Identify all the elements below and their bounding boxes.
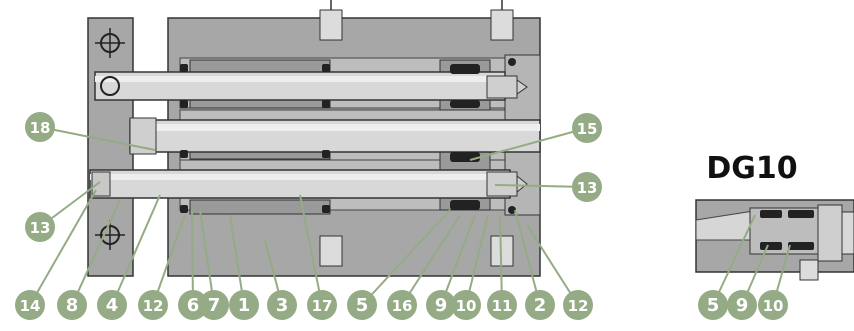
callout-label: 5 [707, 295, 720, 316]
callout-label: 17 [312, 297, 333, 315]
callout-label: 18 [30, 119, 51, 137]
callout-badge-c5: 5 [347, 290, 377, 320]
leader-line-c9 [440, 214, 476, 306]
callout-circle [727, 290, 757, 320]
callout-badge-c7: 7 [199, 290, 229, 320]
callout-badge-c17: 17 [307, 290, 337, 320]
callout-circle [347, 290, 377, 320]
callout-badge-c15: 15 [572, 113, 602, 143]
leader-line-c4 [111, 194, 161, 306]
callout-circle [487, 290, 517, 320]
callout-circle [138, 290, 168, 320]
callout-label: 10 [763, 297, 784, 315]
callout-badge-c4: 4 [97, 290, 127, 320]
callout-label: 13 [30, 219, 51, 237]
callout-circle [25, 112, 55, 142]
leader-line-c18 [39, 126, 156, 151]
model-title: DG10 [706, 151, 797, 186]
leader-line-c15 [469, 127, 588, 161]
bottom-screw-hole-icon [95, 220, 125, 250]
leader-line-c17 [299, 194, 323, 306]
callout-circle [572, 172, 602, 202]
callout-label: 8 [66, 295, 79, 316]
callout-label: 9 [435, 295, 448, 316]
callout-circle [451, 290, 481, 320]
callout-badge-c11: 11 [487, 290, 517, 320]
callout-badge-c1: 1 [229, 290, 259, 320]
callout-label: 7 [208, 295, 221, 316]
callout-circle [15, 290, 45, 320]
callout-label: 15 [577, 120, 598, 138]
callout-circle [525, 290, 555, 320]
callout-circle [307, 290, 337, 320]
seals [180, 58, 516, 214]
callout-badge-c8: 8 [57, 290, 87, 320]
callout-badge-d5: 5 [698, 290, 728, 320]
callout-circle [229, 290, 259, 320]
callout-badge-d10: 10 [758, 290, 788, 320]
callout-circle [698, 290, 728, 320]
callout-badge-c2: 2 [525, 290, 555, 320]
leader-line-d5 [712, 214, 756, 306]
callout-badge-c3: 3 [267, 290, 297, 320]
callout-circle [199, 290, 229, 320]
leader-line-c2 [514, 209, 541, 306]
callout-label: 13 [577, 179, 598, 197]
callout-label: 3 [276, 295, 289, 316]
callout-circle [387, 290, 417, 320]
callout-circle [25, 212, 55, 242]
callout-badge-c16: 16 [387, 290, 417, 320]
callout-badge-c14: 14 [15, 290, 45, 320]
detail-view [695, 199, 854, 281]
callout-label: 2 [534, 295, 547, 316]
leader-line-c13-right [494, 184, 588, 188]
leader-line-c12-a [152, 214, 186, 306]
leader-line-c5 [361, 209, 451, 306]
callout-label: 14 [20, 297, 41, 315]
callout-badge-c12-a: 12 [138, 290, 168, 320]
callout-badge-c13-left: 13 [25, 212, 55, 242]
callout-circle [178, 290, 208, 320]
callout-label: 6 [187, 295, 200, 316]
callout-badge-c10: 10 [451, 290, 481, 320]
callout-badge-c9: 9 [426, 290, 456, 320]
leader-line-c16 [401, 214, 461, 306]
callout-circle [267, 290, 297, 320]
callout-circle [572, 113, 602, 143]
callout-label: 5 [356, 295, 369, 316]
callout-label: 16 [392, 297, 413, 315]
leader-line-c12-b [526, 224, 579, 306]
callout-badge-c6: 6 [178, 290, 208, 320]
callout-badge-c13-right: 13 [572, 172, 602, 202]
leader-line-c1 [229, 214, 245, 306]
mounting-plate [87, 17, 134, 277]
leader-line-c14 [29, 189, 97, 306]
callout-label: 9 [736, 295, 749, 316]
callout-circle [758, 290, 788, 320]
callout-badge-c12-b: 12 [563, 290, 593, 320]
callout-circle [97, 290, 127, 320]
piston-rods [89, 71, 541, 199]
callout-circle [563, 290, 593, 320]
leader-line-c8 [71, 199, 121, 306]
callout-label: 1 [238, 295, 251, 316]
leader-line-c7 [199, 209, 215, 306]
callout-circle [57, 290, 87, 320]
leader-line-c6 [191, 209, 194, 306]
callout-label: 12 [568, 297, 589, 315]
top-screw-hole-icon [95, 28, 125, 58]
callout-label: 10 [456, 297, 477, 315]
callout-label: 4 [106, 295, 119, 316]
callout-label: 11 [492, 297, 513, 315]
leader-line-c10 [465, 214, 489, 306]
callout-circle [426, 290, 456, 320]
callout-label: 12 [143, 297, 164, 315]
callout-badge-d9: 9 [727, 290, 757, 320]
leader-line-c11 [499, 214, 503, 306]
callout-badge-c18: 18 [25, 112, 55, 142]
